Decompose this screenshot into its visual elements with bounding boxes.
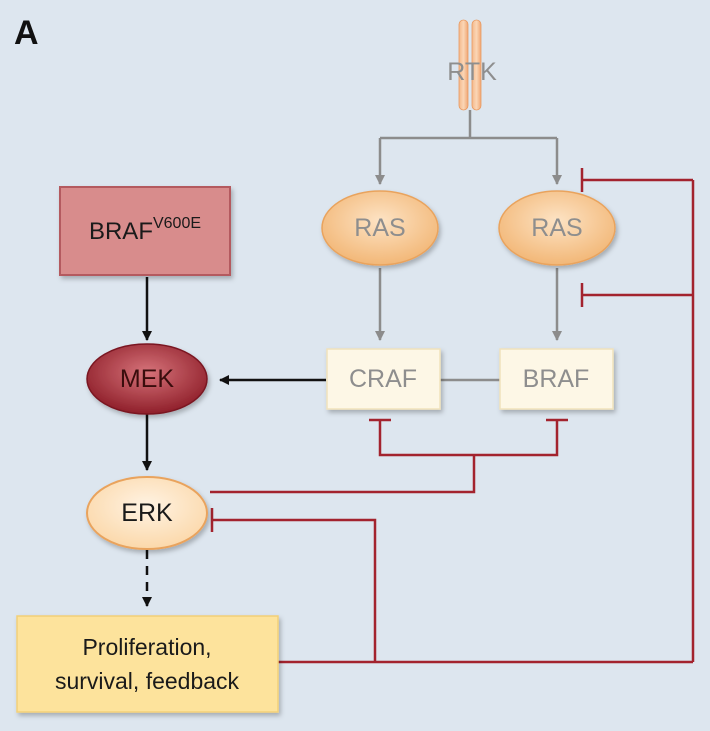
active-pathway-arrows	[142, 277, 326, 607]
craf-node: CRAF	[326, 348, 441, 410]
craf-label: CRAF	[349, 365, 417, 393]
rtk-to-ras-arrows	[375, 110, 562, 382]
ras-left-node: RAS	[321, 190, 439, 266]
rtk-label: RTK	[447, 58, 497, 86]
mek-label: MEK	[120, 365, 175, 393]
braf-v600e-label: BRAFV600E	[89, 215, 201, 245]
outcome-node: Proliferation, survival, feedback	[16, 615, 279, 713]
erk-label: ERK	[121, 499, 173, 527]
ras-right-label: RAS	[531, 214, 582, 242]
panel-letter: A	[14, 14, 39, 52]
outcome-line-1: Proliferation,	[82, 634, 211, 660]
braf-label: BRAF	[523, 365, 590, 393]
braf-v600e-node: BRAFV600E	[59, 186, 231, 276]
erk-node: ERK	[86, 476, 208, 550]
ras-left-label: RAS	[354, 214, 405, 242]
braf-node: BRAF	[499, 348, 614, 410]
rtk-receptor-icon	[458, 19, 482, 111]
feedback-inhibition-lines	[210, 168, 695, 664]
mek-node: MEK	[86, 343, 208, 415]
outcome-line-2: survival, feedback	[55, 668, 240, 694]
ras-right-node: RAS	[498, 190, 616, 266]
